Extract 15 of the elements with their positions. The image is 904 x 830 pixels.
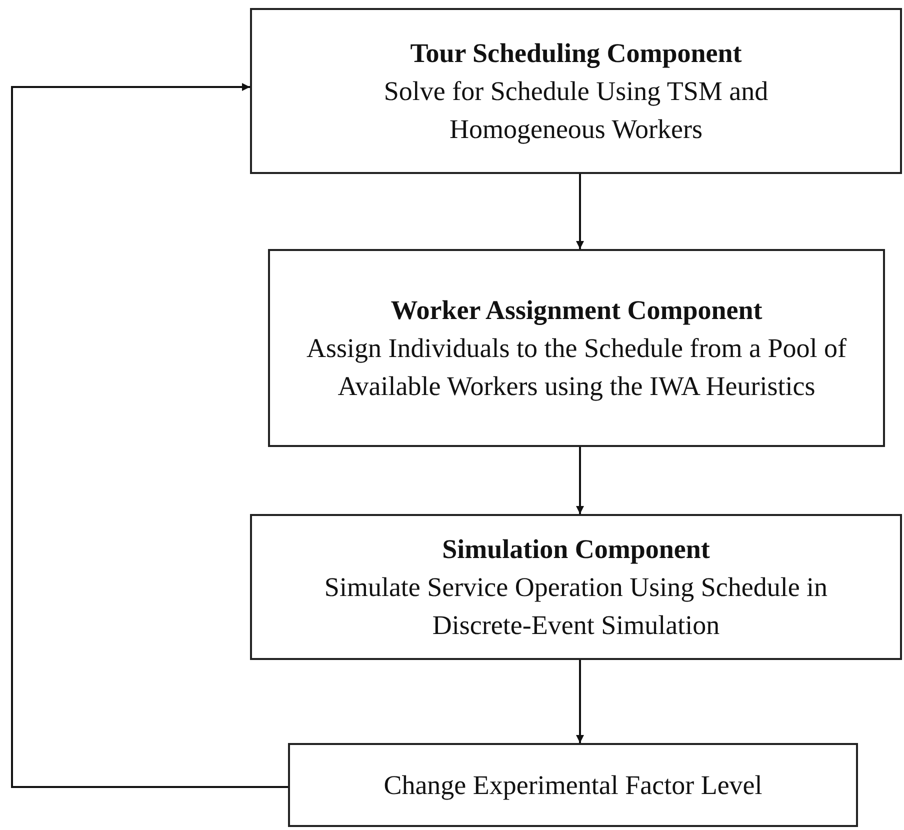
box-heading: Worker Assignment Component — [390, 294, 762, 327]
box-heading: Simulation Component — [442, 533, 710, 566]
box-text: Simulate Service Operation Using Schedule in Discrete-Event Simulation — [323, 571, 829, 642]
arrow — [11, 83, 288, 788]
arrow — [576, 174, 584, 249]
process-box — [268, 249, 885, 447]
arrow — [576, 447, 584, 514]
arrow — [576, 660, 584, 743]
box-heading: Tour Scheduling Component — [410, 37, 742, 70]
box-text: Solve for Schedule Using TSM and Homogeneous Workers — [382, 75, 770, 146]
box-text: Change Experimental Factor Level — [384, 769, 762, 802]
box-text: Assign Individuals to the Schedule from a Pool of Available Workers using the IWA Heuristics — [306, 332, 848, 403]
process-box — [250, 8, 902, 174]
process-box — [288, 743, 858, 827]
process-box — [250, 514, 902, 660]
